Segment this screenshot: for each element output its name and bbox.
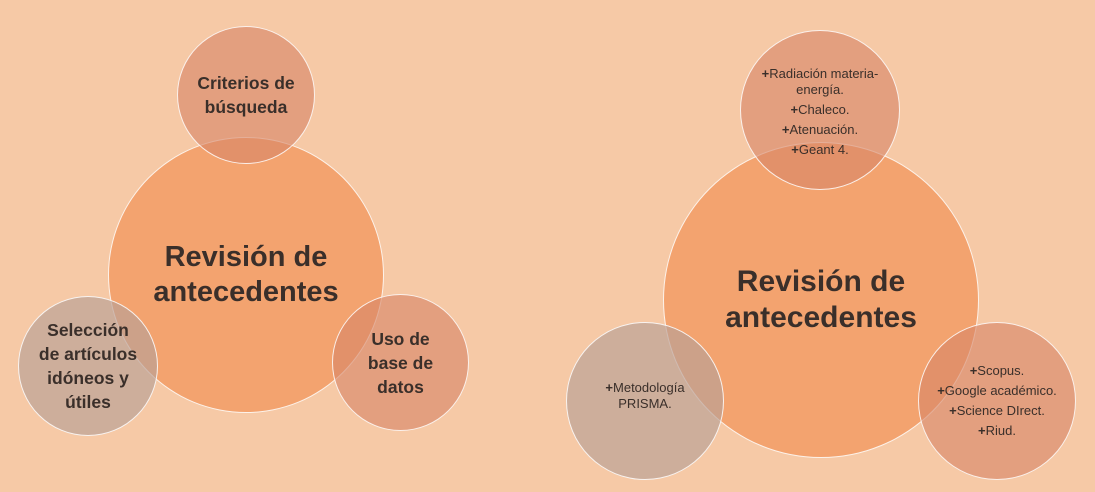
left-bottom-left-circle: Selección de artículos idóneos y útiles [18,296,158,436]
plus-icon: + [978,423,986,438]
left-main-label: Revisión de antecedentes [153,241,339,308]
right-bottom-right-circle: +Scopus. +Google académico. +Science DIr… [918,322,1076,480]
plus-icon: + [761,66,770,81]
right-top-circle: +Radiación materia-energía. +Chaleco. +A… [740,30,900,190]
left-top-circle: Criterios de búsqueda [177,26,315,164]
list-item: +Geant 4. [791,142,849,157]
list-item: +Radiación materia-energía. [761,66,879,97]
list-item: +Riud. [978,423,1016,438]
list-item: +Google académico. [937,383,1057,398]
left-bottom-right-circle: Uso de base de datos [332,294,469,431]
list-item: +Scopus. [969,363,1025,378]
right-bottom-left-list: +Metodología PRISMA. [590,376,700,416]
list-item: +Atenuación. [781,122,859,137]
right-bottom-right-list: +Scopus. +Google académico. +Science DIr… [937,359,1057,443]
plus-icon: + [605,380,614,395]
left-bottom-left-label: Selección de artículos idóneos y útiles [38,320,138,412]
plus-icon: + [791,142,799,157]
plus-icon: + [781,122,790,137]
plus-icon: + [949,403,957,418]
right-main-label: Revisión de antecedentes [725,265,917,334]
list-item: +Chaleco. [790,102,850,117]
plus-icon: + [969,363,978,378]
plus-icon: + [790,102,799,117]
right-top-list: +Radiación materia-energía. +Chaleco. +A… [756,62,884,162]
left-top-label: Criterios de búsqueda [197,73,295,117]
list-item: +Science DIrect. [949,403,1045,418]
list-item: +Metodología PRISMA. [605,380,685,411]
right-bottom-left-circle: +Metodología PRISMA. [566,322,724,480]
plus-icon: + [937,383,945,398]
left-bottom-right-label: Uso de base de datos [367,328,434,397]
